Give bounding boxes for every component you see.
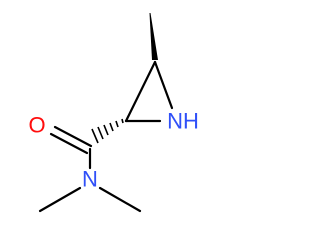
- methyl-wedge-bond: [149, 13, 158, 60]
- n-methyl-bond-left: [38, 186, 82, 213]
- carbonyl-double-bond-b: [49, 132, 89, 155]
- structure-canvas: O NH N: [28, 13, 199, 213]
- n-methyl-bond-right: [98, 186, 142, 213]
- amide-nitrogen-label: N: [82, 167, 98, 192]
- ring-nitrogen-label: NH: [167, 109, 199, 134]
- ring-bond-c3-n: [153, 60, 174, 110]
- ring-bond-c3-c2: [124, 60, 157, 123]
- molecule-drawing: O NH N: [28, 13, 199, 213]
- carbonyl-double-bond-a: [53, 125, 93, 148]
- hashed-wedge-bond: [91, 118, 124, 144]
- oxygen-label: O: [28, 113, 45, 138]
